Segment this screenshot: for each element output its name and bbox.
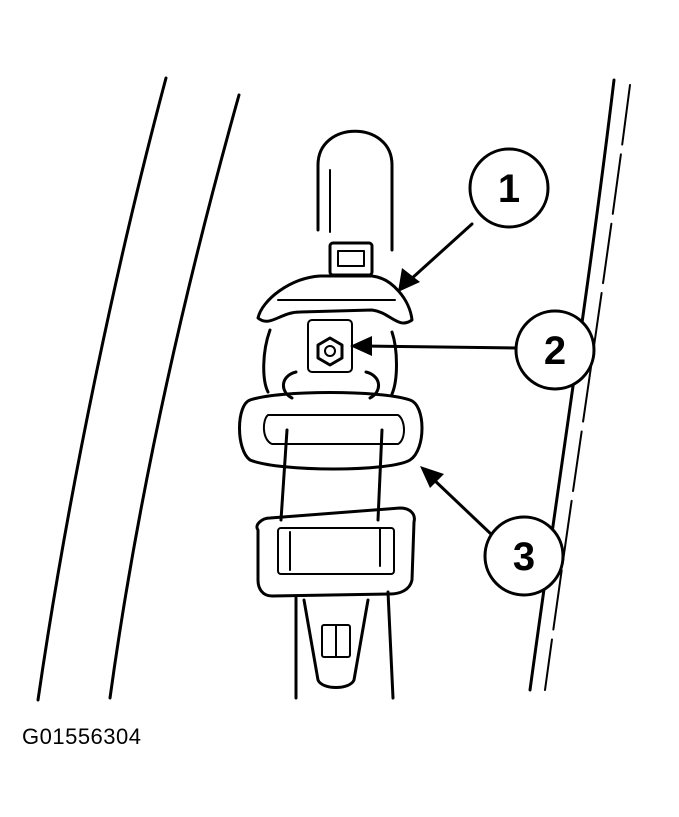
arrowhead-3 xyxy=(420,466,444,488)
figure-id: G01556304 xyxy=(22,724,142,749)
callout-2: 2 xyxy=(514,309,596,391)
d-ring-guide xyxy=(238,370,424,471)
arrowhead-2 xyxy=(350,336,372,356)
callout-3-label: 3 xyxy=(513,535,535,579)
callout-2-label: 2 xyxy=(544,329,566,373)
callout-1: 1 xyxy=(468,147,550,229)
lower-webbing xyxy=(279,428,395,700)
leader-arrows xyxy=(350,222,520,537)
upper-webbing xyxy=(316,129,394,277)
latch-plate xyxy=(255,506,416,689)
anchor-bolt xyxy=(307,319,353,373)
arrowhead-1 xyxy=(398,268,420,292)
adjuster-cover xyxy=(256,274,414,396)
callout-1-label: 1 xyxy=(498,167,520,211)
callout-3: 3 xyxy=(483,515,565,597)
